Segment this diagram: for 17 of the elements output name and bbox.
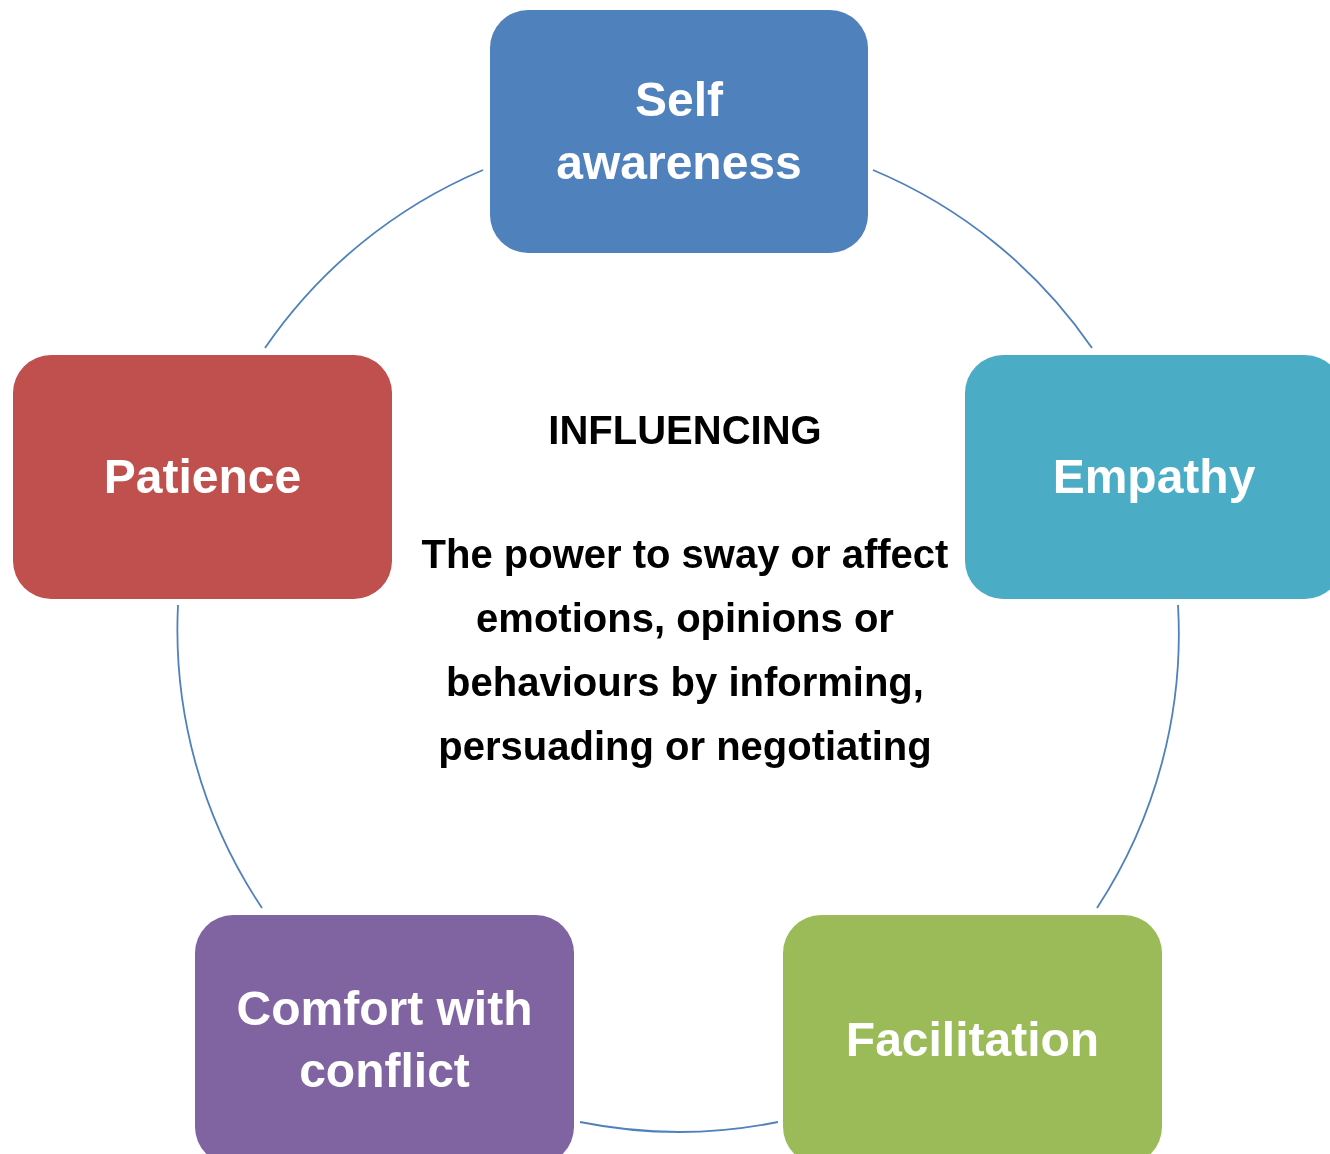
- node-text: Patience: [103, 448, 302, 505]
- rounded-box: [490, 10, 868, 253]
- node-text: Empathy: [1052, 448, 1256, 505]
- node-text: Facilitation: [845, 1011, 1100, 1068]
- center-description: The power to sway or affect emotions, opinions or behaviours by informing, persuading or negotiating: [420, 531, 950, 770]
- rounded-box: [195, 915, 574, 1154]
- center-heading: INFLUENCING: [547, 407, 823, 454]
- connector-arc: [579, 1121, 779, 1133]
- connector-arc: [177, 604, 263, 909]
- connector-arc: [872, 169, 1093, 349]
- rounded-box: [783, 915, 1162, 1154]
- node-text: Self awareness: [555, 72, 803, 191]
- connector-arc: [1096, 604, 1179, 909]
- rounded-box: [965, 355, 1330, 599]
- connector-arc: [264, 169, 484, 349]
- rounded-box: [13, 355, 392, 599]
- node-text: Comfort with conflict: [235, 980, 534, 1099]
